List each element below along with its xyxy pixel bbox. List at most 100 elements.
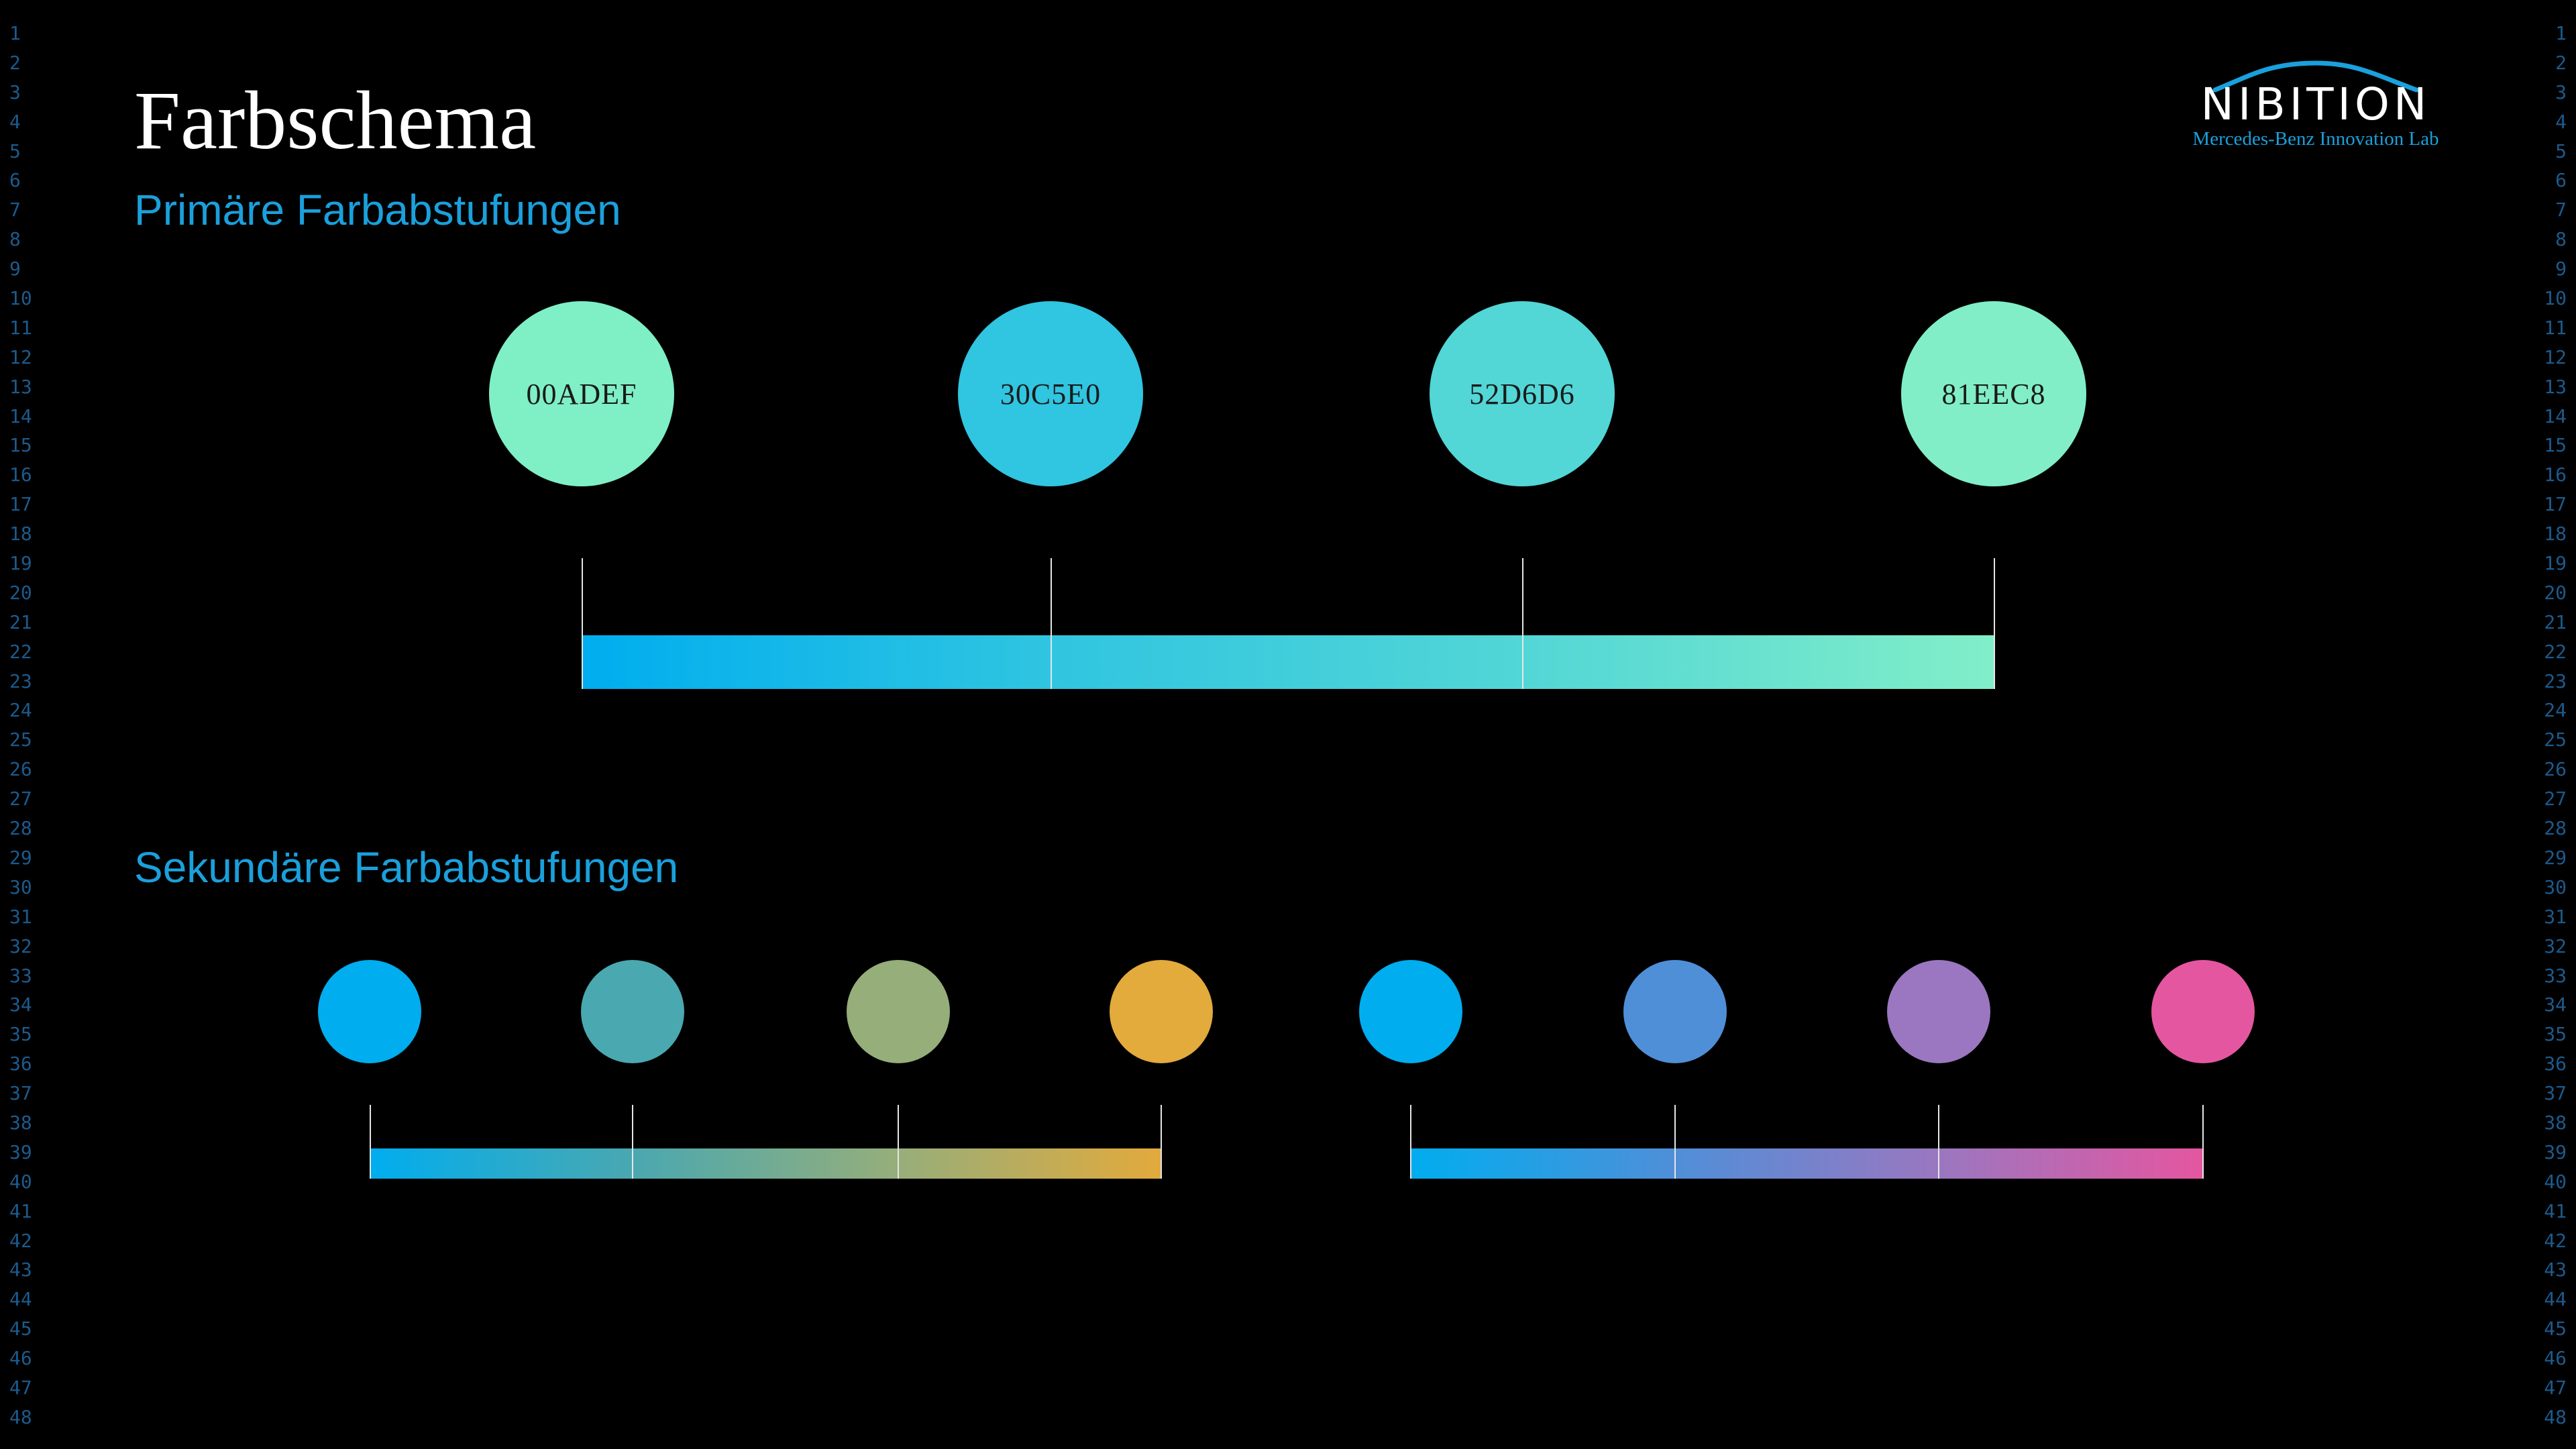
- line-number: 36: [2544, 1053, 2567, 1075]
- line-number: 19: [9, 552, 32, 575]
- line-number: 29: [9, 846, 32, 869]
- line-number: 25: [2544, 729, 2567, 751]
- primary-swatch: 30C5E0: [958, 301, 1143, 486]
- secondary-swatch: [581, 960, 684, 1063]
- line-number: 14: [2544, 405, 2567, 427]
- line-number: 2: [2555, 51, 2567, 74]
- line-number: 6: [9, 169, 21, 192]
- line-number: 12: [9, 345, 32, 368]
- line-number: 26: [2544, 758, 2567, 781]
- primary-swatch: 81EEC8: [1901, 301, 2086, 486]
- line-number: 28: [9, 817, 32, 840]
- secondary-gradient-bar-b: [1410, 1148, 2203, 1179]
- line-number: 20: [9, 581, 32, 604]
- line-number: 18: [2544, 523, 2567, 545]
- line-number: 3: [9, 80, 21, 103]
- primary-swatch: 52D6D6: [1430, 301, 1615, 486]
- secondary-swatch: [2151, 960, 2255, 1063]
- line-number: 39: [2544, 1140, 2567, 1163]
- line-number: 38: [2544, 1111, 2567, 1134]
- line-number: 41: [9, 1199, 32, 1222]
- line-number: 27: [9, 788, 32, 810]
- line-number: 48: [9, 1405, 32, 1428]
- line-number: 42: [2544, 1229, 2567, 1252]
- line-number: 30: [2544, 875, 2567, 898]
- line-number: 36: [9, 1053, 32, 1075]
- primary-tick: [1051, 558, 1052, 689]
- primary-swatch: 00ADEF: [489, 301, 674, 486]
- swatch-hex-label: 00ADEF: [526, 377, 637, 411]
- line-number: 7: [2555, 199, 2567, 221]
- secondary-swatch: [318, 960, 421, 1063]
- line-number: 5: [2555, 140, 2567, 162]
- line-number: 24: [9, 699, 32, 722]
- logo-subline: Mercedes-Benz Innovation Lab: [2192, 128, 2439, 150]
- line-number: 46: [9, 1347, 32, 1370]
- line-number: 1: [9, 22, 21, 44]
- company-logo: NIBITION Mercedes-Benz Innovation Lab: [2188, 58, 2443, 152]
- line-number: 16: [2544, 464, 2567, 486]
- line-number: 11: [9, 316, 32, 339]
- primary-tick: [1994, 558, 1995, 689]
- line-number: 33: [2544, 964, 2567, 987]
- line-number: 13: [9, 375, 32, 398]
- line-number: 25: [9, 729, 32, 751]
- line-number: 19: [2544, 552, 2567, 575]
- line-number: 43: [9, 1258, 32, 1281]
- secondary-tick: [1938, 1105, 1939, 1179]
- line-number: 35: [2544, 1023, 2567, 1046]
- line-number: 32: [2544, 934, 2567, 957]
- line-number: 44: [9, 1288, 32, 1311]
- line-number: 31: [2544, 905, 2567, 928]
- line-number: 40: [2544, 1170, 2567, 1193]
- line-number: 34: [9, 994, 32, 1016]
- line-number: 40: [9, 1170, 32, 1193]
- line-number: 47: [2544, 1376, 2567, 1399]
- line-number: 13: [2544, 375, 2567, 398]
- swatch-hex-label: 81EEC8: [1941, 377, 2046, 411]
- line-number: 22: [9, 640, 32, 663]
- line-number: 33: [9, 964, 32, 987]
- line-number: 2: [9, 51, 21, 74]
- line-number: 4: [9, 110, 21, 133]
- line-number: 41: [2544, 1199, 2567, 1222]
- line-number: 17: [9, 493, 32, 516]
- line-number: 20: [2544, 581, 2567, 604]
- line-number: 34: [2544, 994, 2567, 1016]
- slide-title: Farbschema: [134, 74, 537, 166]
- primary-tick: [1522, 558, 1523, 689]
- line-number: 10: [2544, 287, 2567, 310]
- line-number: 38: [9, 1111, 32, 1134]
- secondary-tick: [1674, 1105, 1676, 1179]
- line-number: 8: [9, 228, 21, 251]
- line-number: 9: [9, 258, 21, 280]
- line-number: 14: [9, 405, 32, 427]
- secondary-swatch: [1359, 960, 1462, 1063]
- secondary-tick: [1410, 1105, 1411, 1179]
- primary-heading: Primäre Farbabstufungen: [134, 186, 621, 234]
- secondary-swatch: [1110, 960, 1213, 1063]
- line-number: 28: [2544, 817, 2567, 840]
- secondary-tick: [370, 1105, 371, 1179]
- secondary-tick: [1161, 1105, 1162, 1179]
- line-number: 30: [9, 875, 32, 898]
- line-number: 21: [2544, 610, 2567, 633]
- line-number: 48: [2544, 1405, 2567, 1428]
- primary-tick: [582, 558, 583, 689]
- line-number: 16: [9, 464, 32, 486]
- line-number: 24: [2544, 699, 2567, 722]
- line-number: 17: [2544, 493, 2567, 516]
- line-number: 45: [9, 1318, 32, 1340]
- secondary-tick: [632, 1105, 633, 1179]
- line-number: 29: [2544, 846, 2567, 869]
- line-number: 5: [9, 140, 21, 162]
- line-number: 3: [2555, 80, 2567, 103]
- line-number: 8: [2555, 228, 2567, 251]
- secondary-swatch: [1623, 960, 1727, 1063]
- line-number: 39: [9, 1140, 32, 1163]
- swatch-hex-label: 52D6D6: [1469, 377, 1575, 411]
- line-number: 42: [9, 1229, 32, 1252]
- line-number: 46: [2544, 1347, 2567, 1370]
